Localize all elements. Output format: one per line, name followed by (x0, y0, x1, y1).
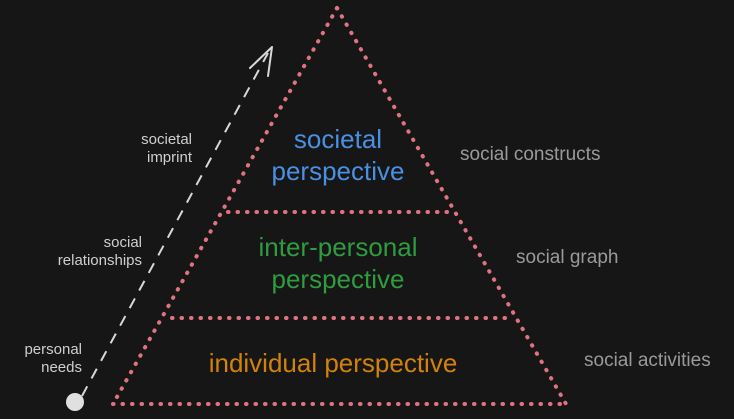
left-note-societal-imprint: societal imprint (141, 131, 192, 167)
tier-label-individual: individual perspective (208, 348, 458, 378)
right-note-social-activities: social activities (584, 350, 711, 371)
progression-arrow-origin-dot (66, 393, 84, 411)
tier-label-societal: societal perspective (271, 124, 405, 186)
pyramid-right-edge (335, 6, 568, 406)
right-note-social-graph: social graph (516, 247, 619, 268)
left-note-social-relationships: social relationships (57, 234, 142, 270)
progression-arrow-shaft (81, 52, 269, 397)
left-note-personal-needs: personal needs (24, 341, 82, 377)
tier-label-inter-personal: inter-personal perspective (258, 232, 418, 294)
pyramid-left-edge (111, 6, 339, 406)
right-note-social-constructs: social constructs (460, 144, 601, 165)
progression-arrow-head (249, 46, 273, 77)
